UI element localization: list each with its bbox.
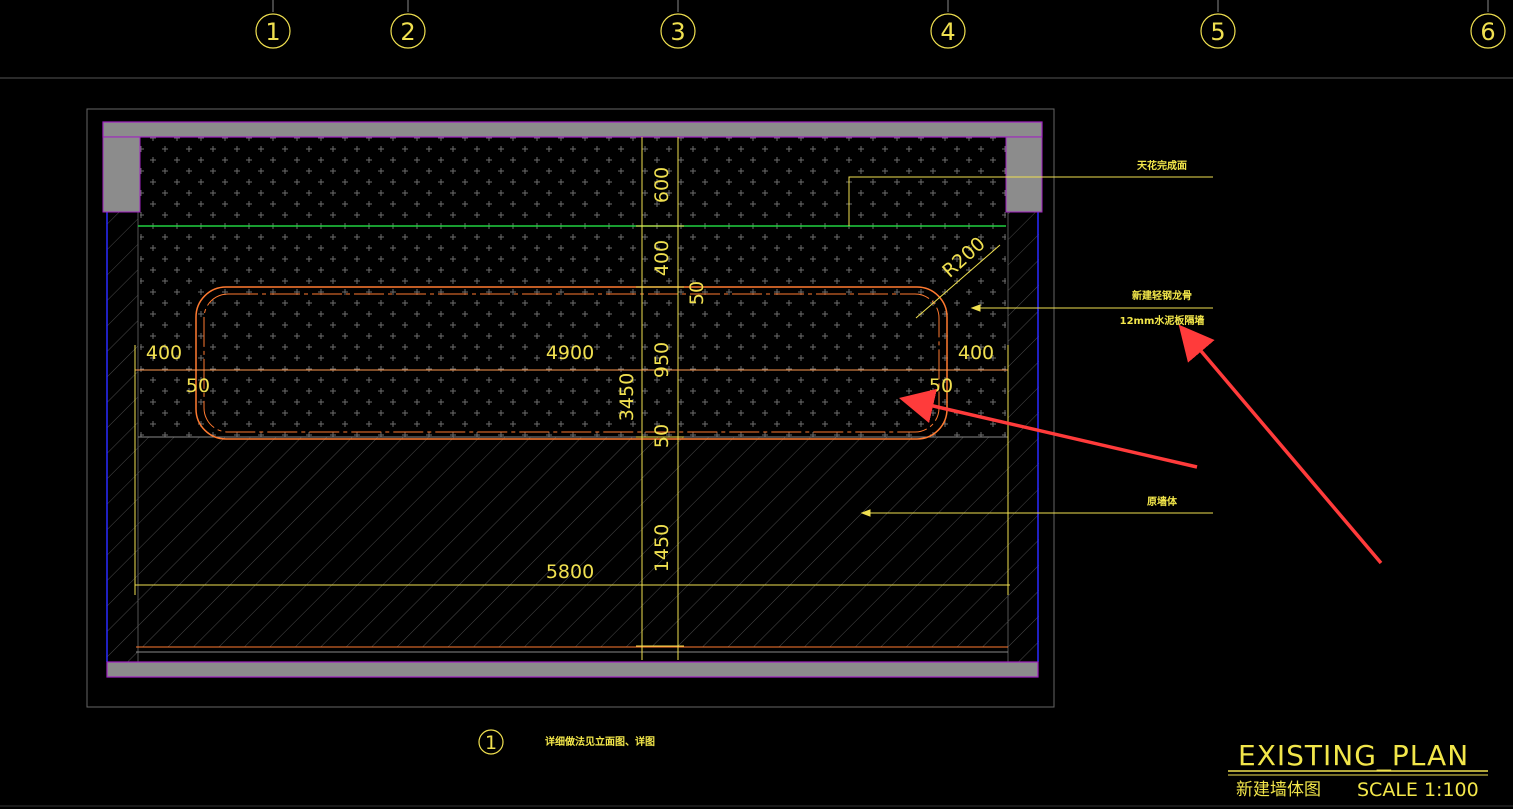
viewport-frame xyxy=(86,108,1055,708)
dim-50-bottom: 50 xyxy=(651,424,673,448)
plan-title: EXISTING_PLAN xyxy=(1238,739,1469,772)
axis-label-3: 3 xyxy=(670,18,685,46)
leader-original-wall xyxy=(860,509,1213,517)
dim-400-left: 400 xyxy=(146,342,182,364)
axis-header: 1 2 3 4 5 6 xyxy=(0,0,1513,79)
left-column xyxy=(107,212,138,662)
axis-bubble-1: 1 xyxy=(255,0,291,49)
leader-ceiling xyxy=(848,176,1213,226)
dim-4900: 4900 xyxy=(546,342,594,364)
wall-elevation xyxy=(102,121,1043,678)
axis-label-2: 2 xyxy=(400,18,415,46)
leader-partition xyxy=(970,304,1213,312)
plan-scale: SCALE 1:100 xyxy=(1357,779,1479,801)
wall-opening-inner xyxy=(203,293,940,433)
axis-label-6: 6 xyxy=(1480,18,1495,46)
axis-bubble-2: 2 xyxy=(390,0,426,49)
detail-callout: 1 详细做法见立面图、详图 xyxy=(478,729,655,755)
axis-label-5: 5 xyxy=(1210,18,1225,46)
note-steel-keel: 新建轻钢龙骨 xyxy=(1132,289,1192,302)
axis-label-4: 4 xyxy=(940,18,955,46)
dim-50-top: 50 xyxy=(686,281,708,305)
original-wall xyxy=(138,437,1008,647)
left-beam-drop xyxy=(102,136,141,213)
title-block: EXISTING_PLAN 新建墙体图 SCALE 1:100 xyxy=(1228,739,1488,801)
note-ceiling-finish: 天花完成面 xyxy=(1137,159,1187,172)
dim-950: 950 xyxy=(651,342,673,378)
detail-number: 1 xyxy=(485,732,497,754)
axis-label-1: 1 xyxy=(265,18,280,46)
dim-400-vertical: 400 xyxy=(651,240,673,276)
right-column xyxy=(1008,212,1039,662)
axis-bubble-3: 3 xyxy=(660,0,696,49)
axis-bubble-5: 5 xyxy=(1200,0,1236,49)
markup-arrow-2 xyxy=(1178,324,1383,565)
floor-slab xyxy=(106,661,1039,678)
dimension-lines xyxy=(134,137,1010,660)
wall-opening-outer xyxy=(195,286,948,440)
top-beam xyxy=(102,121,1043,138)
note-detail-reference: 详细做法见立面图、详图 xyxy=(545,735,655,748)
dim-5800: 5800 xyxy=(546,561,594,583)
dim-600: 600 xyxy=(651,167,673,203)
dim-50-left: 50 xyxy=(186,375,210,397)
dim-400-right: 400 xyxy=(958,342,994,364)
note-original-wall: 原墙体 xyxy=(1147,495,1178,508)
right-beam-drop xyxy=(1005,136,1043,213)
axis-bubble-6: 6 xyxy=(1470,0,1506,49)
plan-title-cn: 新建墙体图 xyxy=(1236,780,1321,800)
dimension-texts: 600 400 50 950 3450 50 1450 400 4900 400… xyxy=(146,167,994,583)
dim-1450: 1450 xyxy=(651,524,673,572)
markup-arrow-1 xyxy=(898,388,1198,469)
axis-bubble-4: 4 xyxy=(930,0,966,49)
dim-3450: 3450 xyxy=(616,373,638,421)
note-cement-board: 12mm水泥板隔墙 xyxy=(1120,314,1205,327)
dim-50-right: 50 xyxy=(929,375,953,397)
annotations: 天花完成面 新建轻钢龙骨 12mm水泥板隔墙 原墙体 xyxy=(848,159,1383,565)
